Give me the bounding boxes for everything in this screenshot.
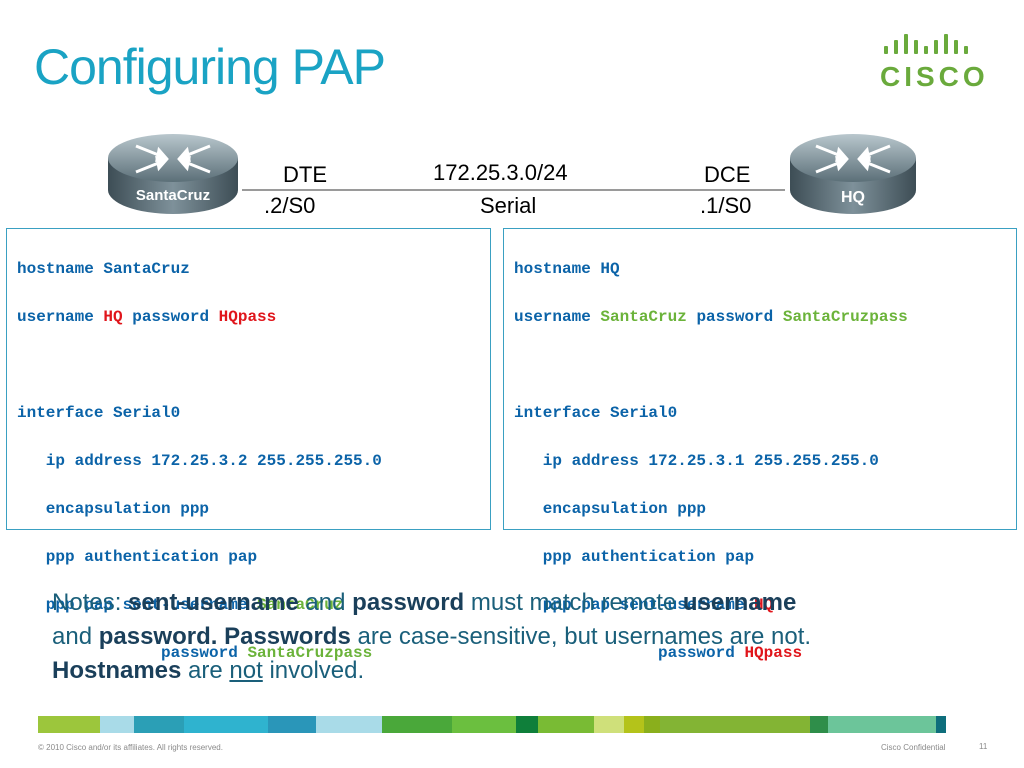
config-line: username SantaCruz password SantaCruzpas… xyxy=(514,308,908,326)
config-line: interface Serial0 xyxy=(17,404,181,422)
dce-label: DCE xyxy=(704,162,751,187)
config-line: interface Serial0 xyxy=(514,404,678,422)
router-icon-santacruz: SantaCruz xyxy=(108,134,238,214)
config-line: hostname SantaCruz xyxy=(17,260,190,278)
color-bar-segment xyxy=(624,716,644,733)
config-line: encapsulation ppp xyxy=(17,500,210,518)
color-bar-segment xyxy=(936,716,946,733)
router-label-santacruz: SantaCruz xyxy=(136,187,210,204)
dte-label: DTE xyxy=(283,162,327,187)
config-box-hq: hostname HQ username SantaCruz password … xyxy=(503,228,1017,662)
right-interface-label: .1/S0 xyxy=(700,193,752,218)
config-line: password SantaCruzpass xyxy=(17,644,373,662)
config-line: username HQ password HQpass xyxy=(17,308,277,326)
notes-paragraph: Notes: sent-username and password must m… xyxy=(52,589,812,684)
color-bar-segment xyxy=(660,716,810,733)
color-bar-segment xyxy=(828,716,936,733)
page-number: 11 xyxy=(979,742,988,751)
color-bar-segment xyxy=(316,716,382,733)
router-label-hq: HQ xyxy=(841,189,865,206)
config-line: ppp pap sent-username SantaCruz xyxy=(17,596,344,614)
color-bar-segment xyxy=(452,716,516,733)
color-bar-segment xyxy=(382,716,452,733)
config-line: ip address 172.25.3.1 255.255.255.0 xyxy=(514,452,879,470)
config-blank-line xyxy=(514,353,1016,377)
color-bar-segment xyxy=(268,716,316,733)
config-line: encapsulation ppp xyxy=(514,500,707,518)
color-bar-segment xyxy=(594,716,624,733)
color-bar-segment xyxy=(538,716,594,733)
cisco-logo: CISCO xyxy=(880,34,989,92)
config-line: hostname HQ xyxy=(514,260,620,278)
link-type-label: Serial xyxy=(480,193,537,218)
footer-confidential: Cisco Confidential xyxy=(881,743,946,752)
footer-copyright: © 2010 Cisco and/or its affiliates. All … xyxy=(38,743,223,752)
color-bar-segment xyxy=(810,716,828,733)
config-line: ppp pap sent-username HQ xyxy=(514,596,774,614)
svg-text:CISCO: CISCO xyxy=(880,61,989,92)
color-bar-segment xyxy=(516,716,538,733)
footer-color-bar xyxy=(38,716,988,733)
color-bar-segment xyxy=(38,716,100,733)
config-box-santacruz: hostname SantaCruz username HQ password … xyxy=(6,228,491,662)
config-line: ip address 172.25.3.2 255.255.255.0 xyxy=(17,452,382,470)
serial-link-line xyxy=(242,189,785,191)
color-bar-segment xyxy=(184,716,268,733)
slide-title: Configuring PAP xyxy=(34,39,386,95)
config-blank-line xyxy=(17,353,490,377)
config-line: password HQpass xyxy=(514,644,803,662)
router-icon-hq: HQ xyxy=(790,134,916,214)
network-label: 172.25.3.0/24 xyxy=(433,160,568,185)
color-bar-segment xyxy=(644,716,660,733)
left-interface-label: .2/S0 xyxy=(264,193,316,218)
config-line: ppp authentication pap xyxy=(514,548,755,566)
color-bar-segment xyxy=(134,716,184,733)
config-line: ppp authentication pap xyxy=(17,548,258,566)
color-bar-segment xyxy=(100,716,134,733)
